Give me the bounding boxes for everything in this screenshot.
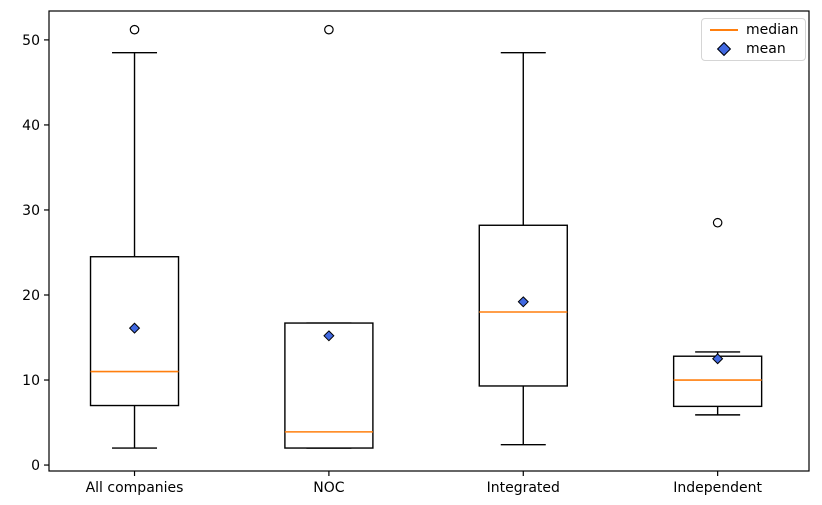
outlier-marker <box>324 24 334 35</box>
x-tick-label: Integrated <box>487 480 560 496</box>
median-line-icon <box>709 29 738 32</box>
mean-marker <box>517 296 529 308</box>
mean-diamond-icon <box>716 41 731 56</box>
legend-item-mean: mean <box>709 40 799 58</box>
y-tick-label: 10 <box>22 373 40 389</box>
legend-label-mean: mean <box>746 40 786 57</box>
outlier-marker <box>129 24 140 35</box>
mean-marker <box>128 322 141 334</box>
y-tick-label: 30 <box>22 203 40 219</box>
box-independent <box>672 217 763 416</box>
legend-sample <box>709 29 738 32</box>
legend-item-median: median <box>709 21 799 39</box>
box-integrated <box>478 51 568 446</box>
y-tick-label: 20 <box>22 288 40 304</box>
box-noc <box>284 24 374 449</box>
axes-frame <box>48 10 810 472</box>
mean-marker <box>323 330 335 342</box>
outlier-marker <box>712 217 723 228</box>
legend-sample <box>709 41 738 56</box>
y-tick-label: 0 <box>31 458 40 474</box>
y-tick-label: 50 <box>22 33 40 49</box>
box-all-companies <box>89 24 180 449</box>
iqr-box <box>284 322 374 449</box>
y-tick-label: 40 <box>22 118 40 134</box>
legend-label-median: median <box>746 22 799 39</box>
x-tick-label: NOC <box>313 480 344 496</box>
mean-marker <box>712 353 724 365</box>
x-tick-label: Independent <box>673 480 762 496</box>
x-tick-label: All companies <box>86 480 184 496</box>
legend: median mean <box>701 18 806 61</box>
